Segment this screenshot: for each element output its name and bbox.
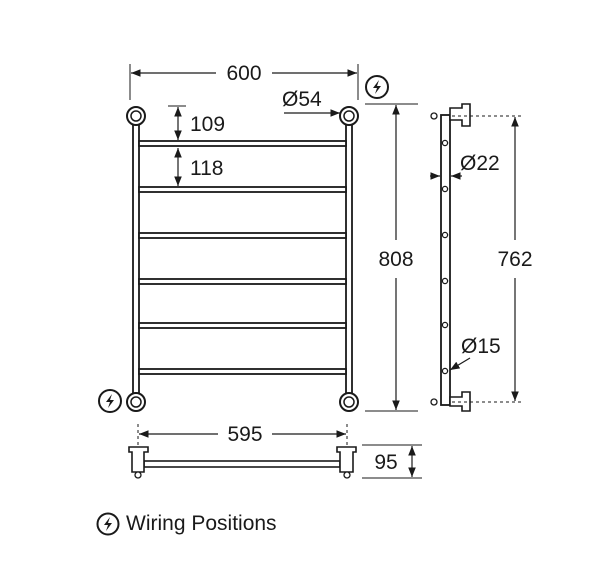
side-rail-ends [441,139,449,375]
dim-mounting-horizontal: 595 [137,423,348,446]
dim-post-diameter: Ø54 [282,88,340,117]
rail-spacing-label: 118 [190,157,223,180]
top-view [128,446,357,479]
top-view-bracket-left [128,446,149,473]
top-view-rail [143,460,341,468]
front-view [126,106,359,412]
side-bracket-top [449,103,471,127]
side-post [440,114,451,406]
top-view-bracket-right [336,446,357,473]
flange-bottom-left [126,392,146,412]
wall-projection-label: 95 [374,451,397,474]
crossbar-diameter-label: Ø15 [461,335,501,358]
mounting-horizontal-label: 595 [227,423,262,446]
rail-diameter-label: Ø22 [460,152,500,175]
wiring-position-icon-top [365,75,389,99]
overall-width-label: 600 [226,62,261,85]
side-view [430,103,471,412]
mounting-vertical-label: 762 [497,248,532,271]
post-diameter-label: Ø54 [282,88,322,111]
horizontal-rails [138,140,347,375]
dim-rail-diameter: Ø22 [430,152,500,180]
legend: Wiring Positions [96,510,277,538]
dim-top-rail-gap: 109 [168,105,225,140]
dim-wall-projection: 95 [362,444,422,479]
dim-crossbar-diameter: Ø15 [449,335,501,371]
flange-top-right [339,106,359,126]
dim-mounting-vertical: 762 [452,115,533,403]
top-rail-gap-label: 109 [190,113,225,136]
dim-overall-height: 808 [365,103,418,412]
dim-overall-width: 600 [129,62,359,100]
left-post [132,117,140,401]
wiring-position-icon-bottom [98,389,122,413]
lightning-icon [96,512,120,536]
legend-label: Wiring Positions [126,512,277,535]
dim-rail-spacing: 118 [174,148,223,186]
overall-height-label: 808 [378,248,413,271]
flange-top-left [126,106,146,126]
right-post [345,117,353,401]
flange-bottom-right [339,392,359,412]
